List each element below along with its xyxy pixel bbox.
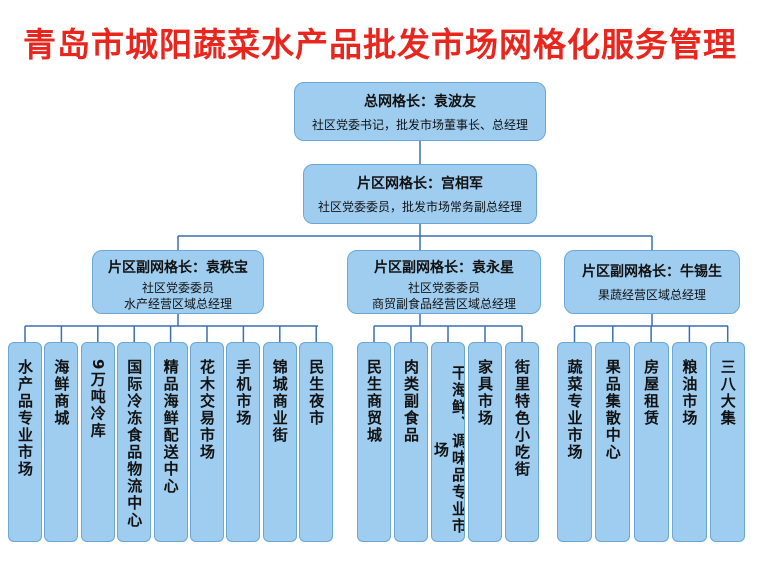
- market-box-label: 三八大集: [718, 359, 737, 427]
- deputy-leader-box-2: 片区副网格长：袁永星 社区党委委员 商贸副食品经营区域总经理: [347, 250, 541, 314]
- market-box-label: 民生夜市: [307, 359, 326, 427]
- market-box-label: 9万吨冷库: [88, 359, 107, 440]
- deputy-leader-desc-line: 水产经营区域总经理: [123, 297, 232, 311]
- market-box-label: 锦城商业街: [270, 359, 289, 444]
- market-box: 锦城商业街: [262, 342, 297, 542]
- market-box-label: 干海鲜、调味品专业市场: [432, 365, 465, 535]
- market-box-label: 花木交易市场: [198, 359, 216, 461]
- chief-grid-leader-desc: 社区党委书记，批发市场董事长、总经理: [311, 118, 528, 132]
- market-box-label: 房屋租赁: [642, 359, 661, 427]
- deputy-leader-heading: 片区副网格长：袁秩宝: [108, 260, 248, 276]
- market-box: 民生夜市: [299, 342, 334, 542]
- page-title: 青岛市城阳蔬菜水产品批发市场网格化服务管理: [23, 25, 737, 64]
- market-box-label: 果品集散中心: [603, 359, 622, 461]
- district-grid-leader-desc: 社区党委委员，批发市场常务副总经理: [317, 200, 522, 214]
- deputy-leader-box-3: 片区副网格长：牛锡生 果蔬经营区域总经理: [564, 250, 740, 314]
- deputy-leader-desc-line: 商贸副食品经营区域总经理: [371, 297, 516, 311]
- deputy-leader-desc-line: 果蔬经营区域总经理: [597, 288, 706, 302]
- market-box-label: 海鲜商城: [52, 359, 71, 427]
- market-box: 干海鲜、调味品专业市场: [431, 342, 465, 542]
- market-box-label: 街里特色小吃街: [513, 359, 531, 478]
- market-box: 精品海鲜配送中心: [153, 342, 188, 542]
- market-box: 家具市场: [468, 342, 502, 542]
- market-box: 房屋租赁: [633, 342, 669, 542]
- market-box: 花木交易市场: [190, 342, 224, 542]
- market-box-label: 民生商贸城: [365, 359, 383, 444]
- deputy-leader-desc-line: 社区党委委员: [141, 281, 214, 295]
- market-box: 肉类副食品: [394, 342, 428, 542]
- chief-grid-leader-heading: 总网格长：袁波友: [364, 94, 476, 110]
- market-box: 国际冷冻食品物流中心: [117, 342, 152, 542]
- deputy-leader-box-1: 片区副网格长：袁秩宝 社区党委委员 水产经营区域总经理: [92, 250, 264, 314]
- district-grid-leader-box: 片区网格长：宫相军 社区党委委员，批发市场常务副总经理: [303, 164, 537, 224]
- market-box: 三八大集: [710, 342, 746, 542]
- market-box-label: 粮油市场: [680, 359, 699, 427]
- market-box: 水产品专业市场: [8, 342, 42, 542]
- district-grid-leader-heading: 片区网格长：宫相军: [357, 176, 483, 192]
- market-box-label: 水产品专业市场: [16, 359, 34, 478]
- market-box: 海鲜商城: [44, 342, 79, 542]
- market-box: 果品集散中心: [595, 342, 631, 542]
- market-box-label: 家具市场: [476, 359, 494, 427]
- deputy-leader-desc-line: 社区党委委员: [407, 281, 480, 295]
- market-box: 蔬菜专业市场: [557, 342, 592, 542]
- market-box: 9万吨冷库: [80, 342, 115, 542]
- market-box: 民生商贸城: [357, 342, 391, 542]
- market-box: 街里特色小吃街: [505, 342, 539, 542]
- market-box-label: 手机市场: [234, 359, 253, 427]
- deputy-leader-heading: 片区副网格长：袁永星: [374, 260, 514, 276]
- market-box-label: 肉类副食品: [402, 359, 420, 444]
- market-box-label: 国际冷冻食品物流中心: [125, 359, 144, 529]
- deputy-leader-heading: 片区副网格长：牛锡生: [582, 264, 722, 280]
- market-box: 粮油市场: [671, 342, 707, 542]
- market-box-label: 精品海鲜配送中心: [161, 359, 180, 495]
- chief-grid-leader-box: 总网格长：袁波友 社区党委书记，批发市场董事长、总经理: [294, 82, 546, 141]
- market-box-label: 蔬菜专业市场: [565, 359, 584, 461]
- market-box: 手机市场: [226, 342, 261, 542]
